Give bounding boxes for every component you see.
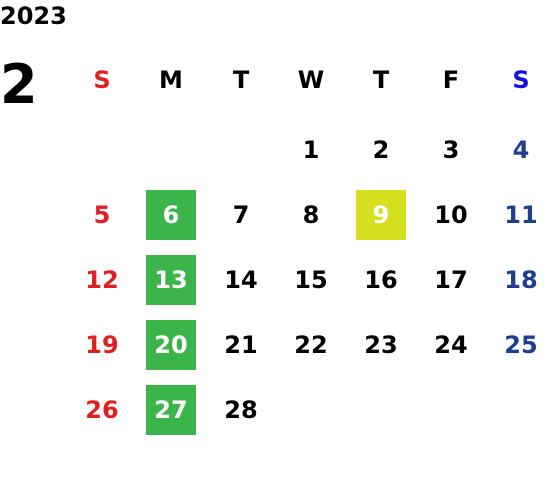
- day-cell-highlighted[interactable]: 13: [146, 255, 196, 305]
- day-cell[interactable]: 5: [93, 201, 111, 229]
- weekday-header-saturday: S: [512, 66, 530, 94]
- day-cell-highlighted-yellow[interactable]: 9: [356, 190, 406, 240]
- weekday-header-wednesday: W: [297, 66, 325, 94]
- weekday-header-monday: M: [159, 66, 183, 94]
- day-cell[interactable]: 3: [442, 136, 460, 164]
- year-label: 2023: [0, 2, 67, 30]
- day-cell[interactable]: 12: [85, 266, 119, 294]
- day-cell[interactable]: 2: [372, 136, 390, 164]
- day-cell-highlighted[interactable]: 27: [146, 385, 196, 435]
- month-label: 2: [0, 53, 38, 116]
- day-cell[interactable]: 16: [364, 266, 398, 294]
- day-cell[interactable]: 28: [224, 396, 258, 424]
- day-cell[interactable]: 19: [85, 331, 119, 359]
- weekday-header-thursday: T: [372, 66, 390, 94]
- day-cell[interactable]: 11: [504, 201, 538, 229]
- weekday-header-tuesday: T: [232, 66, 250, 94]
- day-cell-highlighted[interactable]: 6: [146, 190, 196, 240]
- day-cell[interactable]: 14: [224, 266, 258, 294]
- day-cell[interactable]: 1: [302, 136, 320, 164]
- day-cell-highlighted[interactable]: 20: [146, 320, 196, 370]
- day-cell[interactable]: 18: [504, 266, 538, 294]
- day-cell[interactable]: 21: [224, 331, 258, 359]
- weekday-header-sunday: S: [93, 66, 111, 94]
- day-cell[interactable]: 26: [85, 396, 119, 424]
- day-cell[interactable]: 4: [512, 136, 530, 164]
- day-cell[interactable]: 7: [232, 201, 250, 229]
- weekday-header-friday: F: [442, 66, 460, 94]
- day-cell[interactable]: 17: [434, 266, 468, 294]
- day-cell[interactable]: 22: [294, 331, 328, 359]
- day-cell[interactable]: 10: [434, 201, 468, 229]
- day-cell[interactable]: 23: [364, 331, 398, 359]
- day-cell[interactable]: 8: [302, 201, 320, 229]
- day-cell[interactable]: 15: [294, 266, 328, 294]
- day-cell[interactable]: 24: [434, 331, 468, 359]
- day-cell[interactable]: 25: [504, 331, 538, 359]
